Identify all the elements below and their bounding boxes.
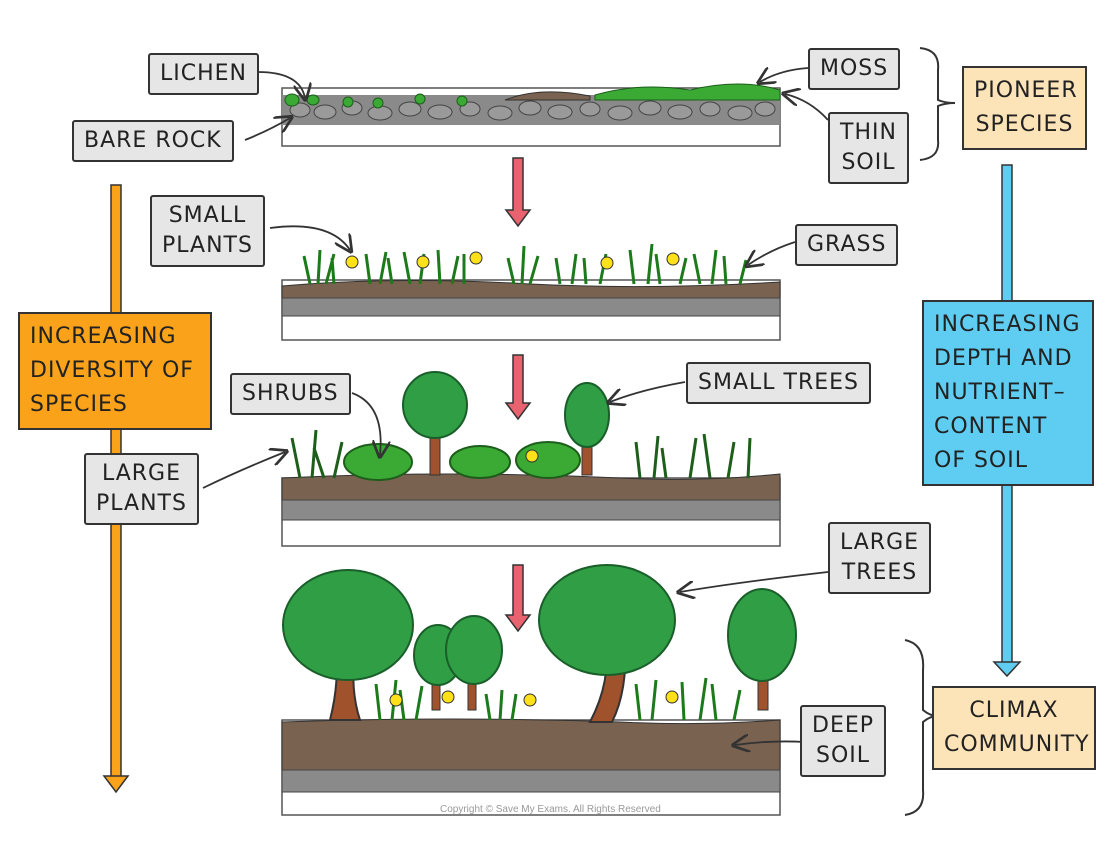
label-small-trees: SMALL TREES <box>686 362 871 404</box>
stage-arrows <box>504 157 532 633</box>
stage-4-panel <box>281 564 797 816</box>
soil-box-line3: NUTRIENT– <box>934 380 1066 405</box>
label-small-plants-line1: SMALL <box>168 203 247 228</box>
diversity-box-line3: SPECIES <box>30 392 128 417</box>
label-deep-soil-line1: DEEP <box>812 713 875 738</box>
pointer-lines <box>202 68 829 745</box>
soil-box-line1: INCREASING <box>934 312 1081 337</box>
label-shrubs: SHRUBS <box>230 373 351 415</box>
climax-community-box: CLIMAX COMMUNITY <box>932 686 1096 770</box>
label-large-plants-line2: PLANTS <box>96 491 187 516</box>
diversity-box-line2: DIVERSITY OF <box>30 358 194 383</box>
label-lichen: LICHEN <box>148 53 260 95</box>
diversity-box: INCREASING DIVERSITY OF SPECIES <box>18 312 212 430</box>
stage-3-panel <box>281 371 781 547</box>
label-grass: GRASS <box>795 224 899 266</box>
pioneer-box-line1: PIONEER <box>974 78 1078 103</box>
pioneer-brace <box>919 47 956 161</box>
soil-box-line2: DEPTH AND <box>934 346 1073 371</box>
climax-box-line1: CLIMAX <box>969 698 1059 723</box>
label-bare-rock: BARE ROCK <box>72 120 234 162</box>
copyright-text: Copyright © Save My Exams. All Rights Re… <box>440 804 661 815</box>
label-large-trees: LARGE TREES <box>828 522 932 594</box>
pioneer-box-line2: SPECIES <box>975 112 1074 137</box>
label-moss: MOSS <box>808 48 901 90</box>
stage-2-panel <box>281 243 781 341</box>
stage-1-panel <box>281 83 781 147</box>
label-thin-soil-line1: THIN <box>840 120 897 145</box>
label-large-trees-line2: TREES <box>841 560 918 585</box>
label-large-trees-line1: LARGE <box>840 530 920 555</box>
soil-depth-box: INCREASING DEPTH AND NUTRIENT– CONTENT O… <box>922 300 1094 486</box>
diversity-box-line1: INCREASING <box>30 324 177 349</box>
label-deep-soil-line2: SOIL <box>815 743 871 768</box>
pioneer-species-box: PIONEER SPECIES <box>962 66 1087 150</box>
soil-box-line5: OF SOIL <box>934 448 1028 473</box>
label-thin-soil-line2: SOIL <box>841 150 896 175</box>
label-large-plants-line1: LARGE <box>101 461 181 486</box>
label-large-plants: LARGE PLANTS <box>84 453 199 525</box>
label-small-plants-line2: PLANTS <box>162 233 253 258</box>
label-small-plants: SMALL PLANTS <box>150 195 265 267</box>
label-deep-soil: DEEP SOIL <box>800 705 887 777</box>
label-thin-soil: THIN SOIL <box>828 112 909 184</box>
climax-box-line2: COMMUNITY <box>944 732 1090 757</box>
soil-box-line4: CONTENT <box>934 414 1048 439</box>
